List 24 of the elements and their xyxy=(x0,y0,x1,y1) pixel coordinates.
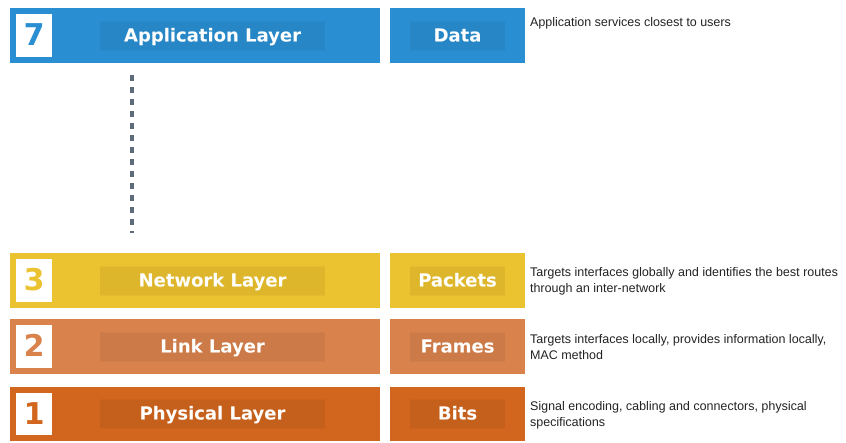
data-unit-name: Data xyxy=(410,21,505,50)
layer-description: Signal encoding, cabling and connectors, physical specifications xyxy=(530,398,808,430)
layer-number: 1 xyxy=(16,393,52,435)
data-unit-name: Packets xyxy=(410,266,505,295)
layer-name: Network Layer xyxy=(100,266,325,295)
layer-bar xyxy=(10,387,380,441)
layer-name: Application Layer xyxy=(100,21,325,50)
layer-description: Application services closest to users xyxy=(530,14,732,30)
data-unit-box xyxy=(390,8,525,63)
data-unit-box xyxy=(390,387,525,441)
data-unit-name: Frames xyxy=(410,332,505,361)
layer-number: 2 xyxy=(16,325,52,368)
data-unit-box xyxy=(390,319,525,374)
layer-bar xyxy=(10,319,380,374)
layer-description: Targets interfaces locally, provides information locally, MAC method xyxy=(530,331,828,363)
layer-bar xyxy=(10,8,380,63)
layer-name: Physical Layer xyxy=(100,400,325,428)
layer-bar xyxy=(10,253,380,308)
data-unit-name: Bits xyxy=(410,400,505,428)
layer-description: Targets interfaces globally and identifies the best routes through an inter-network xyxy=(530,264,839,296)
layer-name: Link Layer xyxy=(100,332,325,361)
layer-number: 3 xyxy=(16,259,52,302)
data-unit-box xyxy=(390,253,525,308)
layer-number: 7 xyxy=(16,14,52,57)
